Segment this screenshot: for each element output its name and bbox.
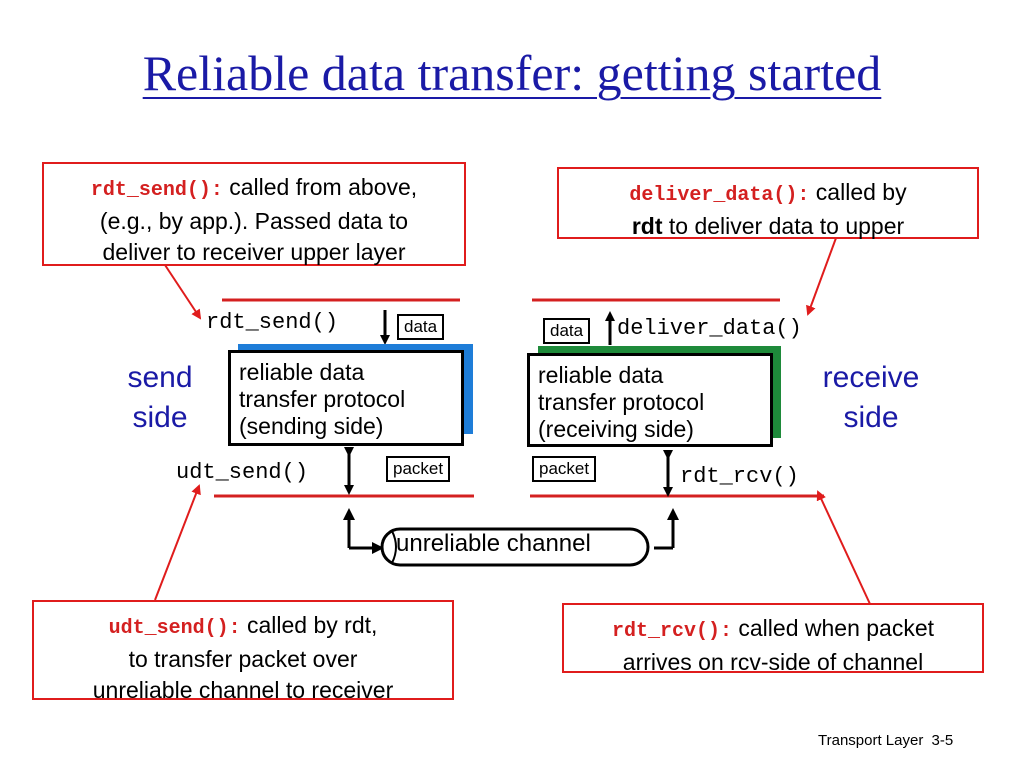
receiver-data-tag: data [543, 318, 591, 344]
sender-protocol-box: reliable data transfer protocol (sending… [228, 350, 464, 446]
rdt-rcv-callout: rdt_rcv(): called when packet arrives on… [562, 603, 984, 675]
footer-text: Transport Layer [818, 732, 924, 749]
callout-function-name: deliver_data(): [629, 184, 810, 207]
slide-footer: Transport Layer 3-5 [818, 732, 953, 749]
callout-function-name: udt_send(): [108, 617, 241, 640]
udt-send-pointer [154, 484, 201, 601]
deliver-data-function-label: deliver_data() [617, 316, 802, 341]
page-number: 3-5 [931, 732, 954, 749]
receive-side-label: receive side [822, 361, 920, 434]
rdt-send-callout: rdt_send(): called from above, (e.g., by… [42, 162, 466, 266]
deliver-data-callout: deliver_data(): called by rdt to deliver… [557, 167, 979, 239]
unreliable-channel-label: unreliable channel [396, 530, 591, 557]
rdt-send-function-label: rdt_send() [206, 310, 339, 335]
rdt-send-pointer [164, 264, 202, 320]
sender-packet-tag: packet [386, 456, 451, 482]
callout-function-name: rdt_send(): [90, 179, 223, 202]
receiver-protocol-box: reliable data transfer protocol (receivi… [527, 353, 773, 447]
sender-data-tag: data [397, 314, 445, 340]
rdt-rcv-pointer [816, 490, 871, 605]
page-title: Reliable data transfer: getting started [142, 45, 882, 101]
udt-send-function-label: udt_send() [176, 460, 309, 485]
receiver-packet-tag: packet [532, 456, 597, 482]
unreliable-channel-pipe [380, 527, 650, 567]
callout-function-name: rdt_rcv(): [611, 620, 732, 643]
send-side-label: send side [127, 361, 193, 434]
udt-send-callout: udt_send(): called by rdt, to transfer p… [32, 600, 454, 703]
deliver-data-pointer [806, 237, 837, 316]
rdt-rcv-function-label: rdt_rcv() [680, 464, 799, 489]
